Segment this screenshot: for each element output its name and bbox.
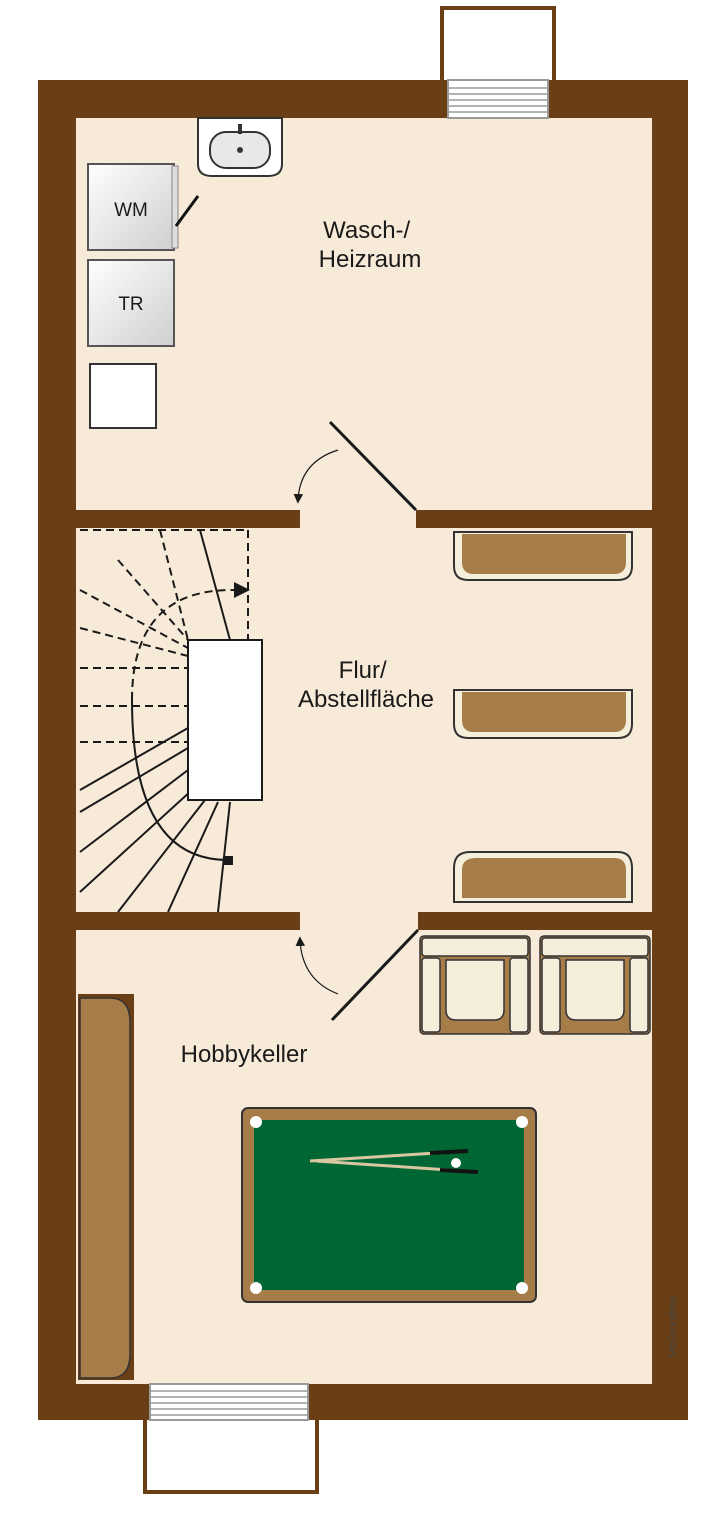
washing-machine: WM [87,163,179,251]
shelf-1 [453,531,633,581]
window-top [447,79,549,119]
room-label-hall: Flur/ Abstellfläche [298,657,434,713]
dryer: TR [87,259,175,347]
interior-wall-lower-right [418,912,652,930]
room-label-utility-line1: Wasch-/ [323,217,410,244]
interior-wall-upper-left [76,510,300,528]
staircase [79,529,249,913]
bottom-light-well [143,1410,319,1494]
room-label-hobby: Hobbykeller [181,1041,308,1068]
door-utility [328,420,418,512]
shelf-3 [453,851,633,903]
credit-label: McGrundriss [667,1294,679,1357]
room-label-hobby-line1: Hobbykeller [181,1041,308,1068]
room-label-utility: Wasch-/ Heizraum [319,217,422,273]
top-light-well [440,6,556,88]
sink [197,117,283,177]
door-hobby-swing-arrow [295,936,339,995]
billiard-table [241,1107,537,1303]
door-utility-swing-arrow [293,449,339,504]
heating-unit [89,363,157,429]
dryer-label: TR [118,294,143,315]
pocket-top-right [516,1116,528,1128]
pocket-bottom-left [250,1282,262,1294]
stair-end-marker [224,856,233,865]
pocket-top-left [250,1116,262,1128]
window-bottom [149,1383,309,1421]
armchair-1 [419,935,531,1035]
interior-wall-lower-left [76,912,300,930]
washer-hose [174,195,200,227]
pocket-bottom-right [516,1282,528,1294]
room-label-utility-line2: Heizraum [319,246,422,273]
door-hobby [330,928,420,1022]
interior-wall-upper-right [416,510,652,528]
cue-ball [451,1158,461,1168]
armchair-2 [539,935,651,1035]
room-label-hall-line1: Flur/ [339,657,387,684]
room-label-hall-line2: Abstellfläche [298,686,434,713]
sofa [78,994,134,1380]
stair-landing [187,639,263,801]
washer-label: WM [114,200,148,221]
shelf-2 [453,689,633,739]
